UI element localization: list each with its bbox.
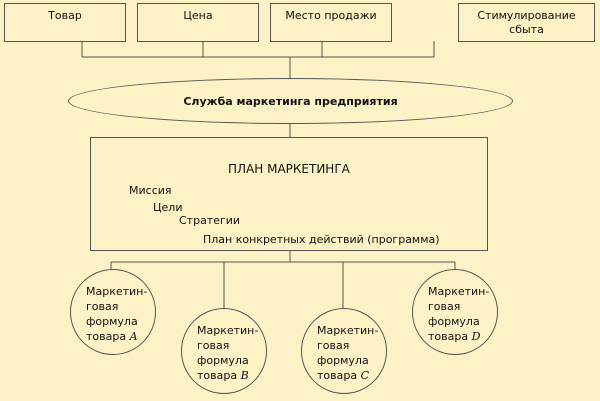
plan-item-actions: План конкретных действий (программа) bbox=[203, 233, 440, 246]
marketing-service-ellipse: Служба маркетинга предприятия bbox=[68, 78, 513, 124]
circle-word: товара bbox=[428, 330, 469, 343]
circle-line: формула bbox=[428, 315, 480, 328]
box-label: Стимулирование сбыта bbox=[477, 9, 576, 36]
circle-line: товара A bbox=[86, 329, 155, 344]
box-promotion: Стимулирование сбыта bbox=[458, 3, 595, 42]
circle-line: говая bbox=[86, 300, 119, 313]
circle-line: товара D bbox=[428, 329, 497, 344]
circle-word: товара bbox=[197, 369, 238, 382]
plan-item-goals: Цели bbox=[153, 201, 183, 214]
circle-line: говая bbox=[428, 300, 461, 313]
box-price: Цена bbox=[137, 3, 259, 42]
box-label: Место продажи bbox=[285, 9, 377, 22]
circle-line: Маркетин- bbox=[197, 324, 259, 337]
box-label: Товар bbox=[48, 9, 82, 22]
product-letter: A bbox=[129, 330, 138, 343]
circle-line: товара B bbox=[197, 368, 266, 383]
service-label: Служба маркетинга предприятия bbox=[183, 94, 398, 108]
product-letter: C bbox=[360, 369, 370, 382]
circle-line: говая bbox=[317, 339, 350, 352]
circle-line: говая bbox=[197, 339, 230, 352]
product-letter: D bbox=[471, 330, 481, 343]
circle-line: Маркетин- bbox=[428, 285, 490, 298]
circle-line: формула bbox=[317, 354, 369, 367]
plan-title: ПЛАН МАРКЕТИНГА bbox=[228, 162, 350, 176]
product-letter: B bbox=[240, 369, 249, 382]
circle-line: Маркетин- bbox=[86, 285, 148, 298]
circle-line: формула bbox=[86, 315, 138, 328]
box-place: Место продажи bbox=[270, 3, 392, 42]
plan-item-strategies: Стратегии bbox=[179, 214, 241, 227]
circle-line: формула bbox=[197, 354, 249, 367]
circle-word: товара bbox=[317, 369, 358, 382]
plan-item-mission: Миссия bbox=[129, 184, 172, 197]
box-label: Цена bbox=[183, 9, 213, 22]
circle-line: товара C bbox=[317, 368, 386, 383]
marketing-plan-box: ПЛАН МАРКЕТИНГА Миссия Цели Стратегии Пл… bbox=[90, 137, 488, 251]
circle-line: Маркетин- bbox=[317, 324, 379, 337]
circle-word: товара bbox=[86, 330, 127, 343]
box-product: Товар bbox=[4, 3, 126, 42]
